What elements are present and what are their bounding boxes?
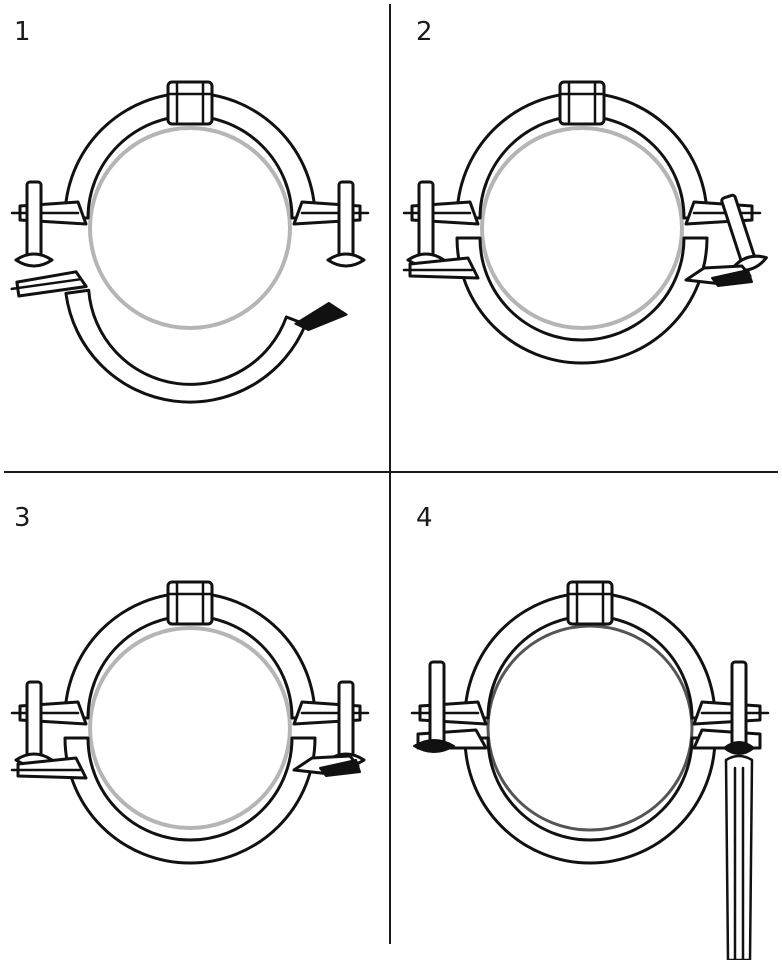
- pipe-cross-section: [486, 624, 694, 832]
- hanger-rod: [724, 754, 754, 960]
- lower-clamp-half: [63, 736, 317, 865]
- clamp-tightened: [410, 580, 770, 960]
- clamp-closing: [402, 80, 768, 365]
- clamp-open: [10, 80, 370, 330]
- lower-clamp-half-open: [10, 270, 348, 404]
- tilted-right-bolt: [720, 193, 768, 272]
- lower-clamp-half: [455, 236, 709, 365]
- upper-clamp-half: [63, 80, 317, 220]
- step-number-3: 3: [14, 503, 31, 533]
- step-number-2: 2: [416, 17, 433, 47]
- upper-clamp-half: [63, 580, 317, 720]
- panel-1: 1: [10, 17, 370, 404]
- right-tightened-bolt: [730, 660, 748, 750]
- panel-3: 3: [10, 503, 370, 865]
- pipe-cross-section: [88, 626, 292, 830]
- upper-clamp-half: [463, 580, 717, 720]
- step-number-4: 4: [416, 503, 433, 533]
- clamp-closed: [10, 580, 370, 865]
- left-tightened-bolt: [428, 660, 446, 750]
- lower-clamp-half: [463, 736, 717, 865]
- pipe-cross-section: [88, 126, 292, 330]
- upper-clamp-half: [455, 80, 709, 220]
- panel-2: 2: [402, 17, 768, 365]
- pipe-cross-section: [480, 126, 684, 330]
- panel-4: 4: [410, 503, 770, 960]
- step-number-1: 1: [14, 17, 31, 47]
